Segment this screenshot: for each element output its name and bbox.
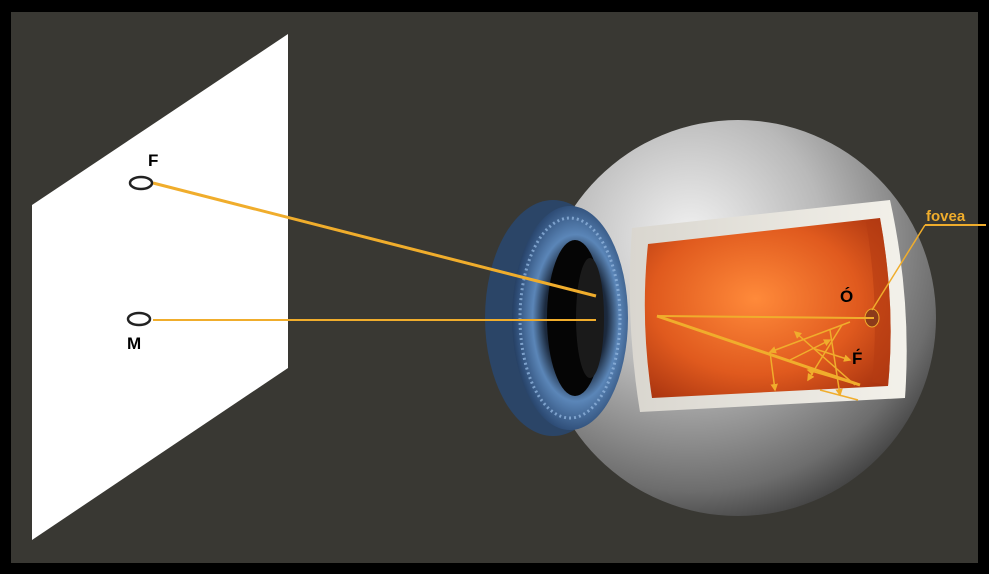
label-m: M: [127, 334, 141, 353]
point-f-marker: [130, 177, 152, 189]
label-f: F: [148, 151, 158, 170]
label-o-prime: Ó: [840, 287, 853, 306]
lens: [576, 258, 604, 378]
point-m-marker: [128, 313, 150, 325]
label-fovea: fovea: [926, 208, 966, 225]
retina-interior: [645, 218, 891, 398]
label-f-prime: F́: [852, 348, 862, 368]
